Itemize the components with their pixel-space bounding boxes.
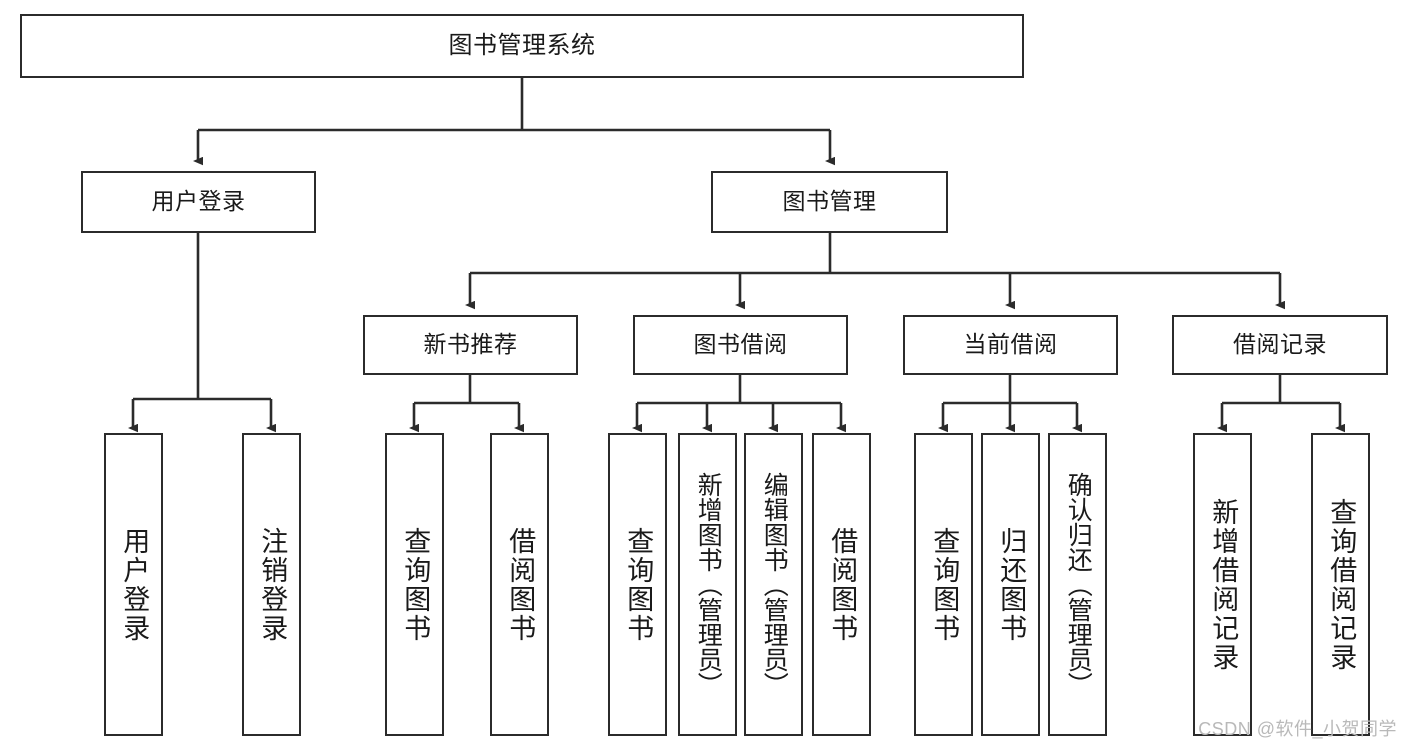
node-label: 查询图书 [929,526,960,643]
node-leaf-return-book[interactable]: 归还图书 [981,433,1040,736]
node-label: 用户登录 [151,188,246,215]
node-leaf-query-book-current[interactable]: 查询图书 [914,433,973,736]
node-label: 借阅图书 [505,526,536,643]
node-label: 归还图书 [996,526,1027,643]
node-label: 用户登录 [119,526,150,643]
node-leaf-query-borrow-record[interactable]: 查询借阅记录 [1311,433,1370,736]
node-book-borrowing[interactable]: 图书借阅 [633,315,848,375]
node-label: 借阅记录 [1233,331,1327,358]
node-label: 新增借阅记录 [1208,497,1239,672]
node-root-book-management-system[interactable]: 图书管理系统 [20,14,1024,78]
node-leaf-edit-book-admin[interactable]: 编辑图书（管理员） [744,433,803,736]
node-book-management[interactable]: 图书管理 [711,171,948,233]
node-label: 编辑图书（管理员） [760,472,789,697]
node-label: 查询图书 [400,526,431,643]
node-label: 借阅图书 [827,526,858,643]
node-user-login[interactable]: 用户登录 [81,171,316,233]
node-label: 图书管理 [782,188,877,215]
node-leaf-user-login[interactable]: 用户登录 [104,433,163,736]
node-label: 当前借阅 [963,331,1058,358]
node-label: 确认归还（管理员） [1064,472,1093,697]
node-label: 注销登录 [257,526,288,643]
node-leaf-query-book-borrowing[interactable]: 查询图书 [608,433,667,736]
node-new-book-recommendation[interactable]: 新书推荐 [363,315,578,375]
node-label: 新书推荐 [423,331,518,358]
node-leaf-user-logout[interactable]: 注销登录 [242,433,301,736]
node-leaf-query-book-recommendation[interactable]: 查询图书 [385,433,444,736]
node-borrowing-record[interactable]: 借阅记录 [1172,315,1388,375]
node-leaf-add-borrow-record[interactable]: 新增借阅记录 [1193,433,1252,736]
node-label: 查询图书 [623,526,654,643]
node-label: 图书管理系统 [448,31,596,59]
node-leaf-add-book-admin[interactable]: 新增图书（管理员） [678,433,737,736]
node-current-borrowing[interactable]: 当前借阅 [903,315,1118,375]
node-leaf-confirm-return-admin[interactable]: 确认归还（管理员） [1048,433,1107,736]
node-label: 新增图书（管理员） [694,472,723,697]
node-label: 查询借阅记录 [1326,497,1357,672]
csdn-watermark: CSDN @软件_小贺同学 [1198,719,1397,739]
node-leaf-borrow-book-borrowing[interactable]: 借阅图书 [812,433,871,736]
node-label: 图书借阅 [693,331,788,358]
node-leaf-borrow-book-recommendation[interactable]: 借阅图书 [490,433,549,736]
